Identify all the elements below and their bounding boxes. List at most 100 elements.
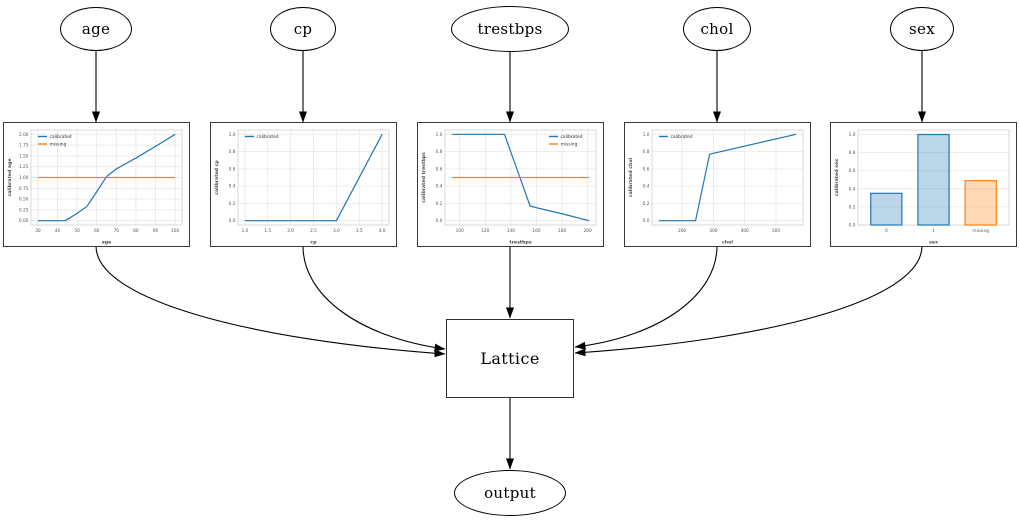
svg-text:180: 180 bbox=[558, 228, 566, 234]
svg-text:1.00: 1.00 bbox=[19, 175, 29, 181]
series-lines bbox=[244, 134, 383, 222]
svg-text:0.2: 0.2 bbox=[849, 204, 856, 210]
x-axis-label: trestbps bbox=[509, 240, 531, 246]
svg-text:40: 40 bbox=[55, 228, 61, 234]
svg-text:2.5: 2.5 bbox=[310, 228, 317, 234]
svg-text:1.0: 1.0 bbox=[241, 228, 248, 234]
svg-text:300: 300 bbox=[709, 228, 717, 234]
svg-text:1.5: 1.5 bbox=[264, 228, 271, 234]
y-axis-label: calibrated cp bbox=[214, 160, 220, 195]
svg-text:0.8: 0.8 bbox=[229, 149, 236, 155]
svg-text:2.0: 2.0 bbox=[287, 228, 294, 234]
svg-text:missing: missing bbox=[561, 142, 578, 148]
y-tick-labels: 0.0 0.2 0.4 0.6 0.8 1.0 bbox=[849, 132, 856, 228]
svg-text:0.50: 0.50 bbox=[19, 197, 29, 203]
svg-text:0.8: 0.8 bbox=[436, 149, 443, 155]
svg-text:100: 100 bbox=[171, 228, 179, 234]
lattice-node: Lattice bbox=[446, 319, 574, 398]
bar-0 bbox=[870, 192, 903, 226]
series-calibrated bbox=[452, 133, 590, 222]
legend: calibrated bbox=[245, 134, 279, 140]
svg-text:1.75: 1.75 bbox=[19, 143, 29, 149]
svg-text:0: 0 bbox=[885, 228, 888, 234]
svg-text:0.4: 0.4 bbox=[229, 184, 236, 190]
feature-node-label: chol bbox=[700, 20, 734, 38]
svg-text:0.0: 0.0 bbox=[849, 223, 856, 229]
svg-text:0.4: 0.4 bbox=[436, 184, 443, 190]
series-lines bbox=[658, 133, 797, 222]
svg-text:calibrated: calibrated bbox=[50, 134, 72, 140]
svg-text:1.0: 1.0 bbox=[643, 132, 650, 138]
legend: calibrated missing bbox=[549, 134, 583, 148]
bar-1 bbox=[917, 133, 950, 226]
svg-text:70: 70 bbox=[114, 228, 120, 234]
svg-text:30: 30 bbox=[35, 228, 41, 234]
bars bbox=[870, 133, 997, 226]
svg-text:400: 400 bbox=[741, 228, 749, 234]
svg-text:0.0: 0.0 bbox=[643, 218, 650, 224]
feature-node-cp: cp bbox=[270, 7, 336, 51]
feature-node-label: trestbps bbox=[477, 20, 543, 38]
svg-text:0.4: 0.4 bbox=[849, 186, 856, 192]
y-axis-label: calibrated age bbox=[7, 158, 13, 196]
y-tick-labels: 0.00.20.40.60.81.0 bbox=[643, 132, 650, 224]
svg-text:0.6: 0.6 bbox=[849, 168, 856, 174]
edge-connector bbox=[574, 245, 923, 357]
output-node: output bbox=[454, 470, 566, 516]
feature-node-chol: chol bbox=[683, 7, 751, 51]
svg-text:2.00: 2.00 bbox=[19, 132, 29, 138]
series-calibrated bbox=[244, 134, 383, 222]
feature-node-label: sex bbox=[909, 20, 935, 38]
svg-text:200: 200 bbox=[584, 228, 592, 234]
lattice-node-label: Lattice bbox=[480, 349, 540, 368]
y-tick-labels: 0.00.20.40.60.81.0 bbox=[436, 132, 443, 224]
svg-text:0.6: 0.6 bbox=[643, 166, 650, 172]
svg-text:0.0: 0.0 bbox=[436, 218, 443, 224]
x-axis-label: age bbox=[102, 241, 112, 246]
svg-text:3.0: 3.0 bbox=[333, 228, 340, 234]
svg-text:0.2: 0.2 bbox=[229, 201, 236, 207]
svg-text:1.0: 1.0 bbox=[849, 132, 856, 138]
svg-text:0.6: 0.6 bbox=[229, 166, 236, 172]
svg-text:0.75: 0.75 bbox=[19, 186, 29, 192]
edge-connector bbox=[95, 245, 446, 358]
y-axis-label: calibrated chol bbox=[628, 157, 634, 197]
series-lines bbox=[452, 133, 590, 222]
svg-text:1.0: 1.0 bbox=[436, 132, 443, 138]
series-calibrated bbox=[658, 133, 797, 222]
svg-text:1.50: 1.50 bbox=[19, 153, 29, 159]
svg-text:0.0: 0.0 bbox=[229, 218, 236, 224]
feature-node-label: cp bbox=[293, 20, 313, 38]
svg-text:0.6: 0.6 bbox=[436, 166, 443, 172]
series-calibrated bbox=[37, 133, 176, 222]
edge-connector bbox=[574, 245, 718, 350]
series-lines bbox=[37, 133, 176, 222]
svg-text:calibrated: calibrated bbox=[561, 134, 583, 140]
output-node-label: output bbox=[484, 484, 536, 502]
svg-text:160: 160 bbox=[532, 228, 540, 234]
y-axis-label: calibrated trestbps bbox=[421, 152, 427, 203]
svg-text:0.8: 0.8 bbox=[849, 150, 856, 156]
feature-node-sex: sex bbox=[890, 7, 954, 51]
svg-text:0.4: 0.4 bbox=[643, 184, 650, 190]
svg-text:0.25: 0.25 bbox=[19, 207, 29, 213]
x-axis-label: sex bbox=[929, 241, 938, 246]
feature-node-label: age bbox=[81, 20, 111, 38]
svg-text:0.2: 0.2 bbox=[643, 201, 650, 207]
x-axis-label: chol bbox=[722, 240, 733, 246]
svg-text:120: 120 bbox=[481, 228, 489, 234]
